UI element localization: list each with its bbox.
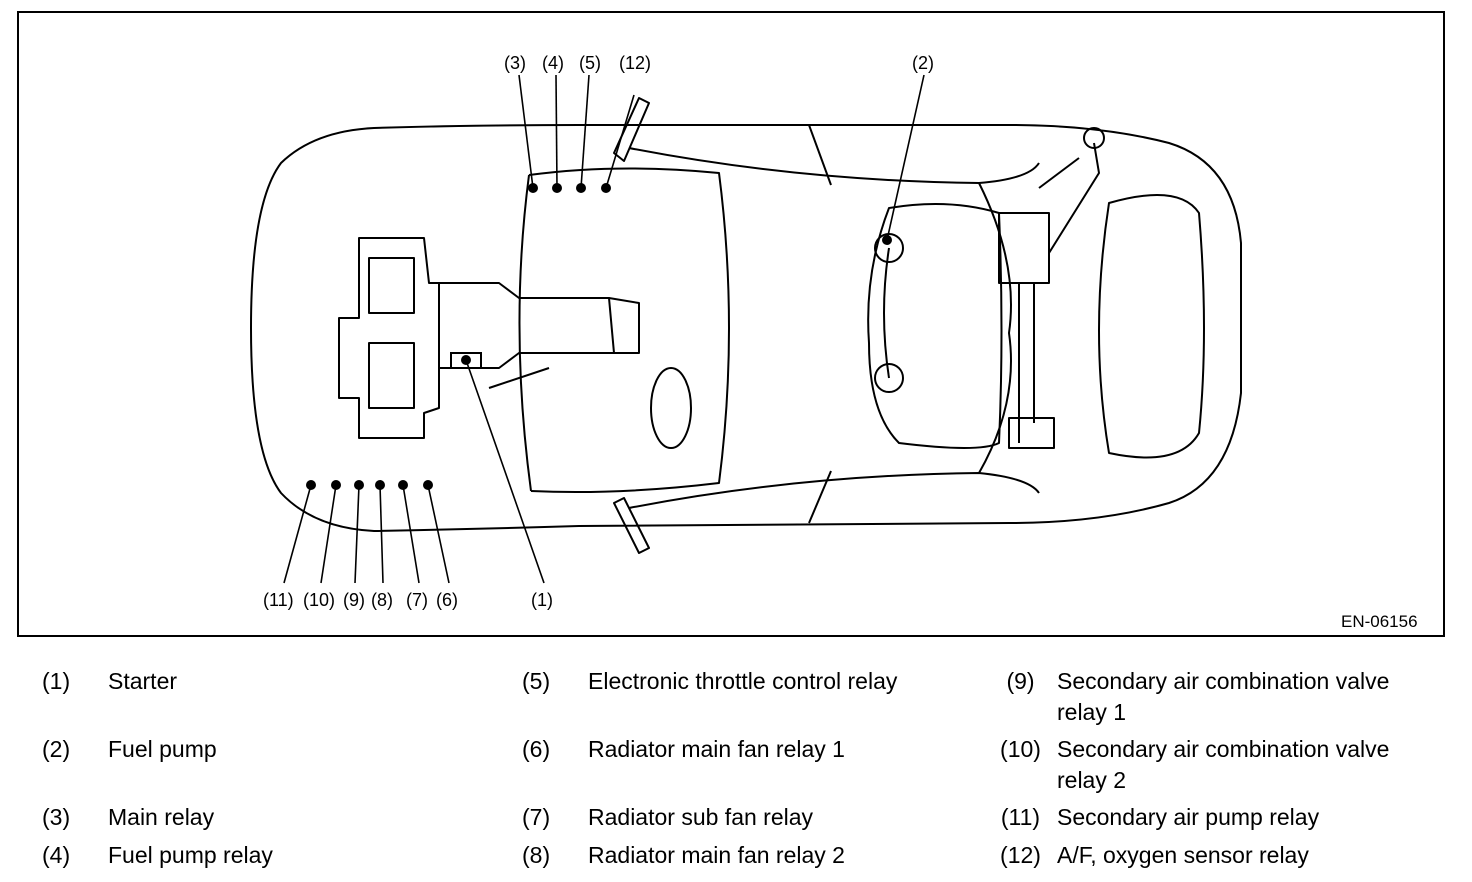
starter-box bbox=[450, 352, 482, 369]
leader-lines bbox=[283, 74, 925, 584]
cabin-front-line bbox=[528, 167, 730, 493]
callout-11: (11) bbox=[263, 590, 294, 610]
callout-9: (9) bbox=[343, 590, 365, 610]
callout-12: (12) bbox=[619, 53, 651, 73]
legend-item-5: (5) Electronic throttle control relay bbox=[522, 666, 958, 697]
callout-7: (7) bbox=[406, 590, 428, 610]
legend-item-10: (10) Secondary air combination valve rel… bbox=[984, 734, 1437, 796]
legend-item-12: (12) A/F, oxygen sensor relay bbox=[984, 840, 1437, 871]
legend-num: (9) bbox=[1006, 668, 1035, 694]
mirror-top bbox=[613, 97, 650, 162]
cabin-bottom-line bbox=[628, 472, 1040, 509]
trunk-outline bbox=[1098, 194, 1205, 459]
legend-num: (1) bbox=[42, 668, 71, 694]
legend-item-3: (3) Main relay bbox=[42, 802, 478, 833]
legend: (1) Starter (2) Fuel pump (3) Main relay… bbox=[0, 660, 1472, 882]
legend-num: (12) bbox=[1000, 842, 1041, 868]
canister bbox=[998, 212, 1050, 284]
legend-num: (10) bbox=[1000, 736, 1041, 762]
windshield-line bbox=[518, 174, 532, 492]
callout-10: (10) bbox=[303, 590, 335, 610]
relay-dots bbox=[306, 183, 892, 490]
legend-num: (11) bbox=[1000, 804, 1041, 830]
legend-item-9: (9) Secondary air combination valve rela… bbox=[984, 666, 1437, 728]
callout-6: (6) bbox=[436, 590, 458, 610]
legend-num: (2) bbox=[42, 736, 71, 762]
steering-oval bbox=[650, 367, 692, 449]
legend-text: Secondary air combination valve relay 1 bbox=[1057, 668, 1390, 725]
callout-8: (8) bbox=[371, 590, 393, 610]
legend-text: Starter bbox=[108, 668, 178, 694]
legend-text: Radiator main fan relay 1 bbox=[588, 736, 845, 762]
callout-3: (3) bbox=[504, 53, 526, 73]
figure-id-label: EN-06156 bbox=[1341, 612, 1418, 631]
legend-item-11: (11) Secondary air pump relay bbox=[984, 802, 1437, 833]
car-outline-drawing: (3) (4) (5) (12) (2) (11) (10) (9) (8) (… bbox=[250, 53, 1418, 631]
legend-num: (8) bbox=[522, 842, 551, 868]
legend-item-6: (6) Radiator main fan relay 1 bbox=[522, 734, 958, 765]
legend-text: A/F, oxygen sensor relay bbox=[1057, 842, 1309, 868]
legend-num: (3) bbox=[42, 804, 71, 830]
cabin-top-line bbox=[628, 147, 1040, 184]
callout-1: (1) bbox=[531, 590, 553, 610]
legend-text: Main relay bbox=[108, 804, 215, 830]
car-body-outline bbox=[250, 124, 1242, 532]
callout-4: (4) bbox=[542, 53, 564, 73]
legend-text: Fuel pump bbox=[108, 736, 217, 762]
legend-num: (4) bbox=[42, 842, 71, 868]
legend-text: Radiator main fan relay 2 bbox=[588, 842, 845, 868]
vehicle-diagram: (3) (4) (5) (12) (2) (11) (10) (9) (8) (… bbox=[17, 11, 1445, 637]
legend-text: Secondary air combination valve relay 2 bbox=[1057, 736, 1390, 793]
callout-5: (5) bbox=[579, 53, 601, 73]
pillar-b-top bbox=[808, 124, 832, 186]
legend-item-8: (8) Radiator main fan relay 2 bbox=[522, 840, 958, 871]
mirror-bottom bbox=[613, 497, 650, 554]
rear-window-line bbox=[978, 182, 1012, 474]
legend-text: Secondary air pump relay bbox=[1057, 804, 1320, 830]
legend-item-1: (1) Starter bbox=[42, 666, 478, 697]
legend-text: Radiator sub fan relay bbox=[588, 804, 814, 830]
legend-text: Electronic throttle control relay bbox=[588, 668, 898, 694]
callout-2: (2) bbox=[912, 53, 934, 73]
pillar-b-bottom bbox=[808, 470, 832, 524]
legend-text: Fuel pump relay bbox=[108, 842, 273, 868]
engine-block bbox=[338, 237, 440, 439]
fuel-tank bbox=[867, 203, 1003, 449]
legend-item-7: (7) Radiator sub fan relay bbox=[522, 802, 958, 833]
legend-num: (7) bbox=[522, 804, 551, 830]
legend-item-4: (4) Fuel pump relay bbox=[42, 840, 478, 871]
legend-num: (5) bbox=[522, 668, 551, 694]
legend-item-2: (2) Fuel pump bbox=[42, 734, 478, 765]
legend-num: (6) bbox=[522, 736, 551, 762]
